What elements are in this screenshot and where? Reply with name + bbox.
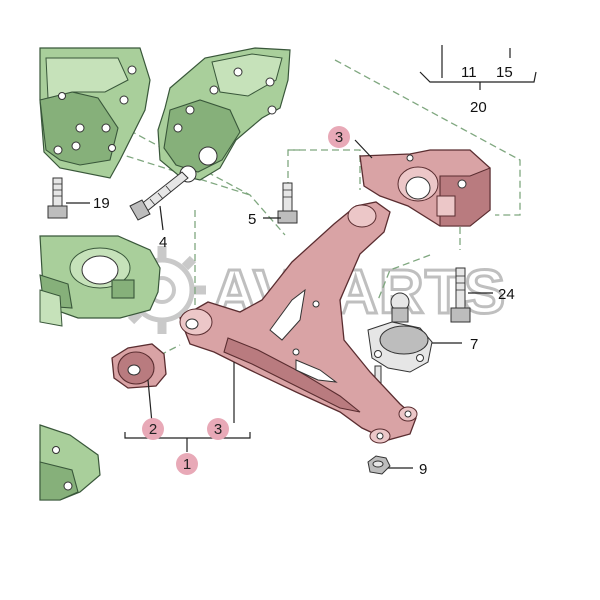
bolt-4 xyxy=(129,171,189,221)
control-arm xyxy=(179,201,418,444)
callout-5-label: 5 xyxy=(248,211,256,228)
bolt-24 xyxy=(450,267,471,323)
badge-3-top: 3 xyxy=(328,126,350,148)
callout-11-label: 11 xyxy=(461,64,477,81)
ball-joint-7 xyxy=(367,292,433,385)
badge-2: 2 xyxy=(142,418,164,440)
callout-4-label: 4 xyxy=(159,234,167,251)
subframe-bottom-left xyxy=(39,424,101,501)
rear-bushing xyxy=(359,149,491,227)
callout-2-label: 2 xyxy=(149,421,157,438)
callout-24-label: 24 xyxy=(498,286,515,303)
bolt-5 xyxy=(277,182,298,224)
callout-15-label: 15 xyxy=(496,64,513,81)
callout-7-label: 7 xyxy=(470,336,478,353)
callout-19-label: 19 xyxy=(93,195,110,212)
callout-1-label: 1 xyxy=(183,456,191,473)
leader-lines xyxy=(66,45,537,469)
nut-9 xyxy=(367,455,391,475)
callout-20-label: 20 xyxy=(470,99,487,116)
steering-knuckle xyxy=(157,47,291,183)
badge-3-bottom: 3 xyxy=(207,418,229,440)
callout-3-top-label: 3 xyxy=(335,129,343,146)
callout-3-bottom-label: 3 xyxy=(214,421,222,438)
front-bushing xyxy=(111,343,167,389)
subframe-mid-left xyxy=(39,235,161,327)
callout-9-label: 9 xyxy=(419,461,427,478)
subframe-top-left xyxy=(39,47,151,179)
bolt-19 xyxy=(47,177,68,219)
badge-1: 1 xyxy=(176,453,198,475)
